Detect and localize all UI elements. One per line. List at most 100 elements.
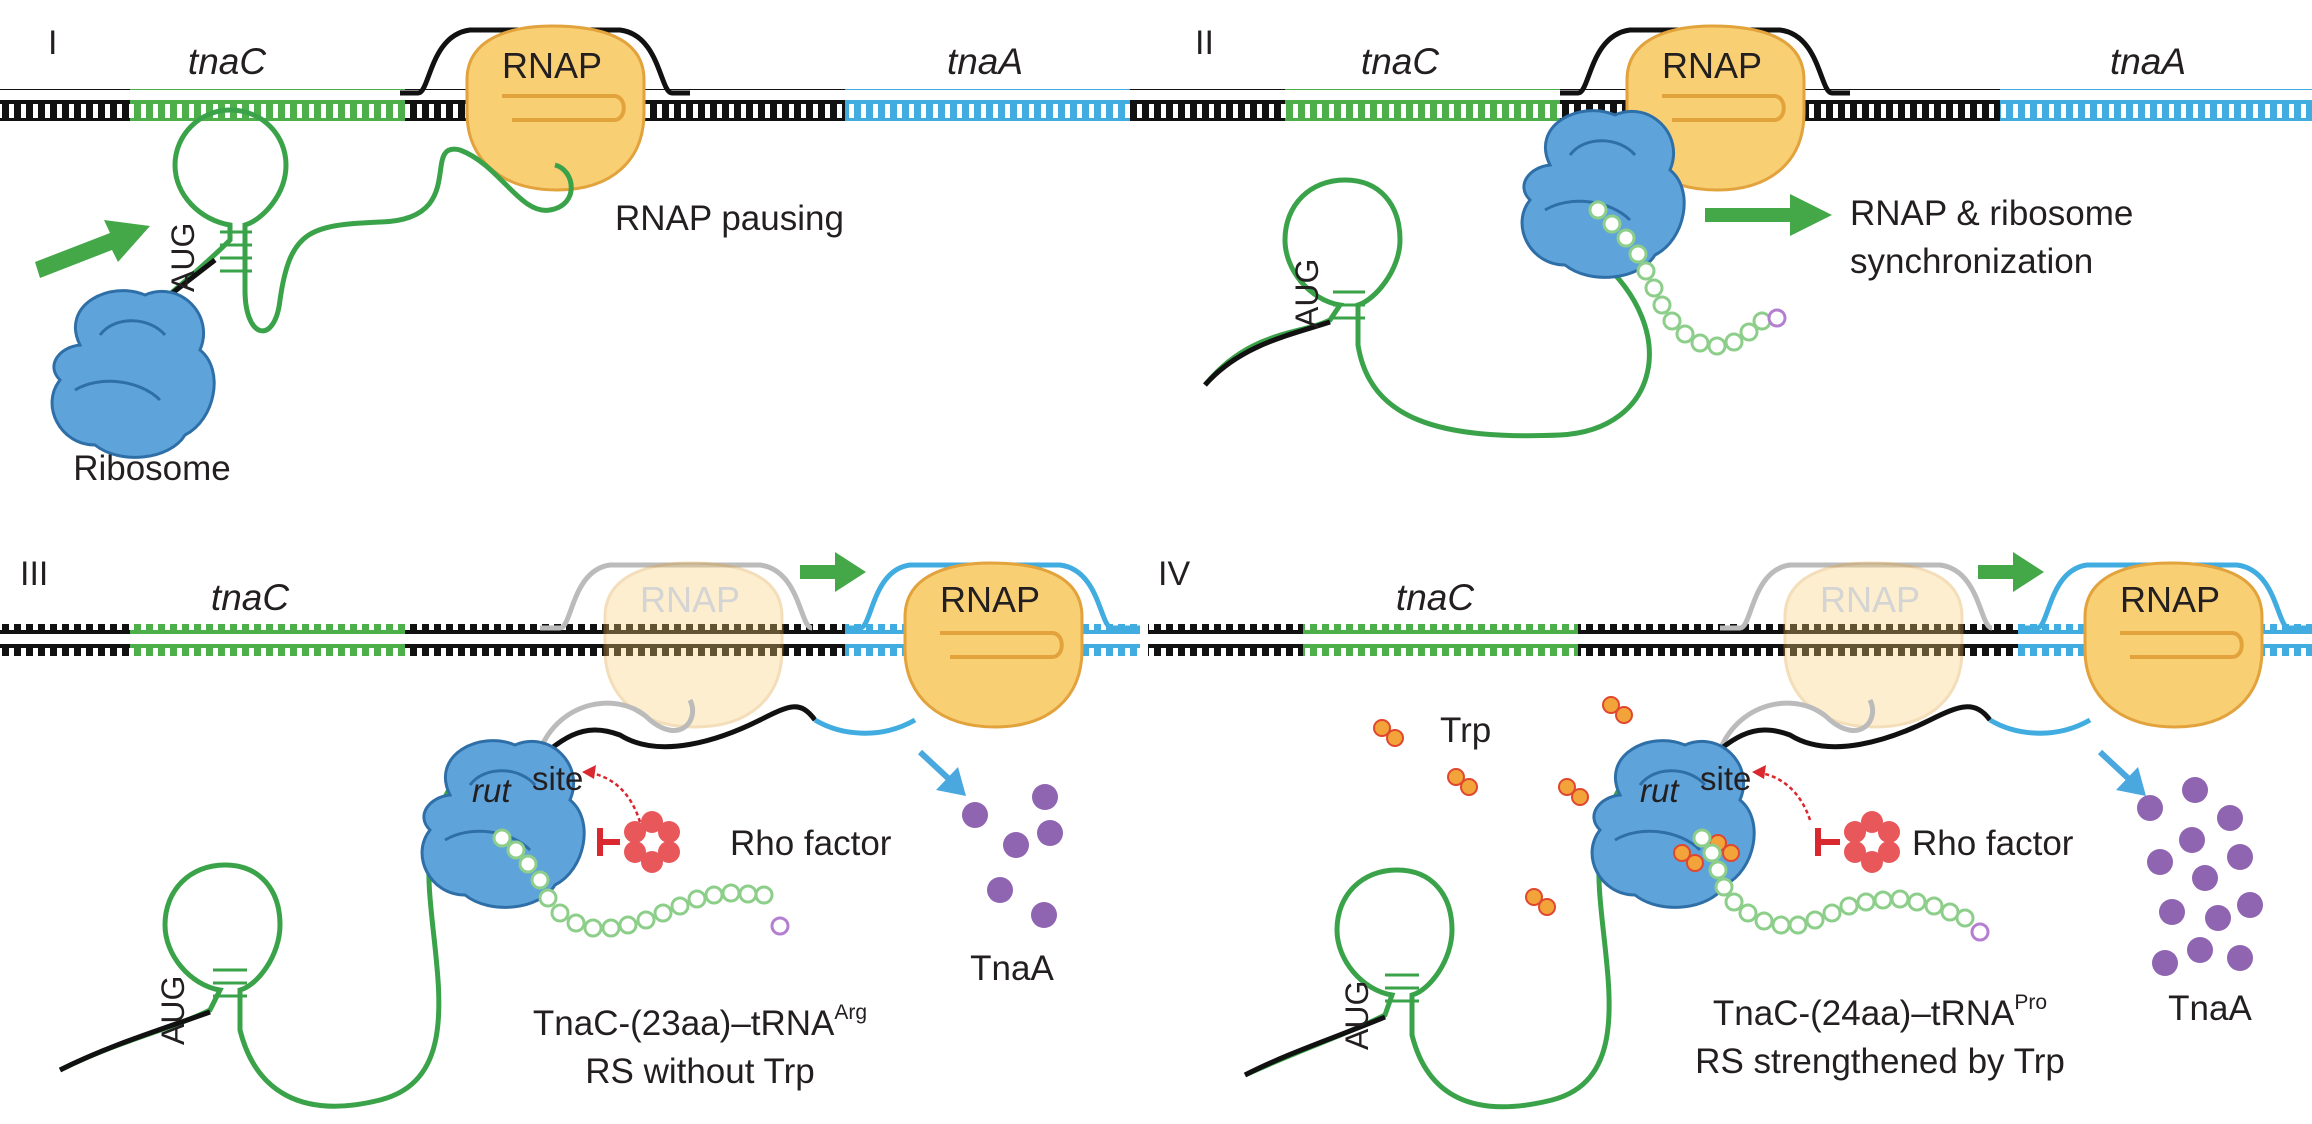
sync-arrow xyxy=(1705,194,1832,236)
site-label: site xyxy=(532,760,583,797)
gene-label-tnaA: tnaA xyxy=(947,41,1023,82)
elongation-arrow xyxy=(800,552,866,592)
panel-numeral: III xyxy=(20,555,48,593)
stem-loop-pairs xyxy=(213,968,247,998)
ghost-mrna xyxy=(1717,698,1876,751)
nascent-peptide xyxy=(492,828,774,938)
panel-numeral: II xyxy=(1195,24,1214,62)
gene-label-tnaA: tnaA xyxy=(2110,41,2186,82)
mrna-leader xyxy=(1243,1014,1386,1078)
gene-label-tnaC: tnaC xyxy=(188,41,266,82)
ribosome-label: Ribosome xyxy=(73,449,231,488)
inhibition-bar xyxy=(597,828,620,856)
rho-binding-arrow xyxy=(1754,770,1812,821)
tnaA-proteins xyxy=(2137,777,2263,976)
start-codon-label: AUG xyxy=(1339,981,1375,1050)
trp-label: Trp xyxy=(1440,711,1491,750)
dna-segment-tnaC xyxy=(1285,89,1560,121)
dna-segment-tnaA xyxy=(2000,89,2312,121)
stem-loop-pairs xyxy=(220,230,252,273)
rnap-polymerase xyxy=(903,561,1084,729)
dna-segment-upstream xyxy=(1130,89,1285,121)
expression-arrow xyxy=(917,749,953,783)
caption-rnap-pausing: RNAP pausing xyxy=(615,199,844,238)
rho-binding-arrow xyxy=(584,770,642,823)
rnap-polymerase xyxy=(465,24,646,192)
mrna-strand xyxy=(1203,177,1652,439)
rnap-ghost-label: RNAP xyxy=(640,579,740,620)
inhibition-bar xyxy=(1815,828,1840,856)
ribosome-direction-arrow xyxy=(35,220,150,278)
rnap-label: RNAP xyxy=(502,45,602,86)
panel-2: II tnaC tnaA RNAP AUG xyxy=(1130,24,2312,439)
expression-arrow xyxy=(2097,749,2133,783)
panel-3: III tnaC RNAP RNAP AUG xyxy=(0,552,1140,1109)
panel-numeral: IV xyxy=(1158,555,1190,593)
mrna-strand xyxy=(58,747,501,1109)
peptide-n-terminus xyxy=(1970,922,1990,942)
ghost-transcription-bubble xyxy=(1720,562,1993,631)
mrna-spacer xyxy=(518,704,817,777)
dna-segment-tnaC xyxy=(130,89,405,121)
mrna-spacer xyxy=(1688,704,1992,777)
site-label: site xyxy=(1700,760,1751,797)
rnap-label: RNAP xyxy=(940,579,1040,620)
rnap-label: RNAP xyxy=(2120,579,2220,620)
complex-label: TnaC-(24aa)–tRNAPro xyxy=(1713,991,2047,1033)
dna-segment-upstream xyxy=(1148,624,1303,656)
dna-segment-tnaA xyxy=(845,89,1140,121)
rnap-polymerase xyxy=(2083,561,2264,729)
mrna-tnaA xyxy=(1988,717,2092,736)
nascent-peptide xyxy=(1692,828,1975,935)
rnap-polymerase xyxy=(1625,24,1806,192)
peptide-n-terminus xyxy=(770,916,790,936)
rnap-label: RNAP xyxy=(1662,45,1762,86)
gene-label-tnaC: tnaC xyxy=(211,577,289,618)
panel-4: IV tnaC RNAP RNAP AUG xyxy=(1148,552,2312,1110)
expression-arrowhead xyxy=(2116,767,2146,796)
dna-segment-upstream xyxy=(0,624,130,656)
complex-label-line2: RS without Trp xyxy=(585,1052,815,1091)
complex-label-line2: RS strengthened by Trp xyxy=(1695,1042,2065,1081)
start-codon-label: AUG xyxy=(165,223,201,292)
rho-binding-arrowhead xyxy=(1752,765,1766,779)
rho-label: Rho factor xyxy=(1912,824,2074,863)
mrna-strand xyxy=(58,107,574,387)
tnaA-proteins xyxy=(962,784,1063,928)
rut-label: rut xyxy=(472,772,512,809)
mrna-leader xyxy=(1203,319,1331,387)
gene-label-tnaC: tnaC xyxy=(1396,577,1474,618)
nascent-peptide xyxy=(1588,200,1772,356)
expression-arrowhead xyxy=(936,767,966,796)
rho-factor xyxy=(624,811,680,873)
start-codon-label: AUG xyxy=(1289,259,1325,328)
dna-segment-tnaC xyxy=(1303,624,1578,656)
mrna-tnaA xyxy=(813,717,917,736)
ribosome xyxy=(1520,109,1686,279)
free-trp-molecules xyxy=(1373,696,1633,916)
elongation-arrow xyxy=(1978,552,2044,592)
gene-label-tnaC: tnaC xyxy=(1361,41,1439,82)
caption-sync-line1: RNAP & ribosome xyxy=(1850,194,2133,233)
ribosome xyxy=(50,289,216,459)
stem-loop-pairs xyxy=(1385,973,1419,1003)
peptide-n-terminus xyxy=(1767,308,1787,328)
complex-label: TnaC-(23aa)–tRNAArg xyxy=(533,1001,867,1043)
dna-segment-upstream xyxy=(0,89,130,121)
rho-label: Rho factor xyxy=(730,824,892,863)
tnaA-label: TnaA xyxy=(2168,989,2252,1028)
panel-1: I tnaC tnaA RNAP AUG Ribosome R xyxy=(0,24,1140,488)
start-codon-label: AUG xyxy=(155,976,191,1045)
dna-segment-tnaC xyxy=(130,624,405,656)
rnap-ghost-label: RNAP xyxy=(1820,579,1920,620)
mrna-strand xyxy=(1243,747,1671,1110)
stem-loop-pairs xyxy=(1333,290,1365,320)
mrna-leader xyxy=(58,1009,211,1073)
ghost-mrna xyxy=(537,698,696,751)
tnaA-label: TnaA xyxy=(970,949,1054,988)
rho-binding-arrowhead xyxy=(582,765,596,779)
rho-factor xyxy=(1844,811,1900,873)
ghost-transcription-bubble xyxy=(540,562,813,631)
rut-label: rut xyxy=(1640,772,1680,809)
